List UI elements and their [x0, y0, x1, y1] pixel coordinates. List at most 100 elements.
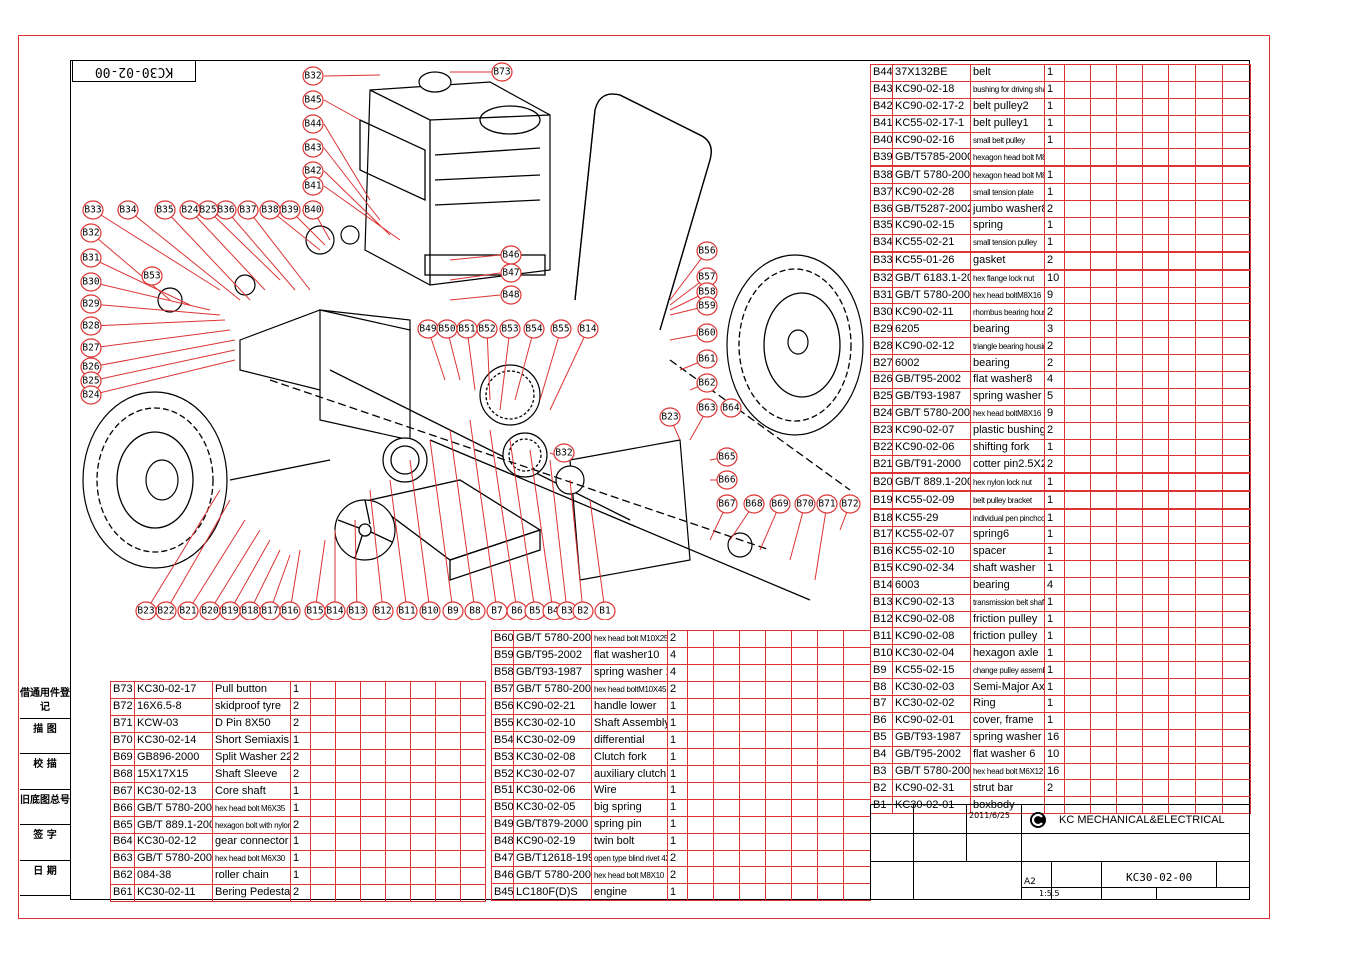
- part-qty: 1: [667, 815, 688, 834]
- balloon-circle: [594, 601, 616, 620]
- empty-cell: [1222, 661, 1251, 680]
- empty-cell: [1142, 508, 1169, 528]
- part-name: spring6: [970, 526, 1045, 544]
- empty-cell: [687, 731, 714, 750]
- empty-cell: [1222, 354, 1251, 373]
- empty-cell: [1222, 542, 1251, 561]
- empty-cell: [687, 748, 714, 767]
- empty-cell: [1142, 711, 1169, 730]
- empty-cell: [1090, 542, 1117, 561]
- empty-cell: [1142, 745, 1169, 764]
- empty-cell: [1064, 200, 1091, 219]
- part-qty: 1: [667, 798, 688, 817]
- balloon-label: B67: [718, 499, 735, 510]
- balloon-circle: [500, 263, 522, 283]
- empty-cell: [435, 782, 461, 801]
- empty-cell: [360, 681, 386, 699]
- part-qty: 2: [290, 748, 311, 767]
- part-name: spring: [970, 217, 1045, 235]
- empty-cell: [1195, 371, 1223, 389]
- empty-cell: [1090, 268, 1117, 288]
- balloon-circle: [82, 200, 104, 220]
- empty-cell: [687, 630, 714, 648]
- empty-cell: [1222, 438, 1251, 457]
- empty-cell: [1142, 320, 1169, 339]
- company-name: KC MECHANICAL&ELECTRICAL: [1059, 814, 1225, 826]
- empty-cell: [1116, 610, 1143, 629]
- balloon-circle: [720, 398, 742, 418]
- empty-cell: [1064, 559, 1091, 578]
- empty-cell: [310, 731, 336, 750]
- empty-cell: [1064, 661, 1091, 680]
- part-number: KC90-02-31: [892, 779, 971, 798]
- part-number: KC30-02-08: [513, 748, 592, 767]
- empty-cell: [435, 697, 461, 716]
- part-qty: 4: [1044, 576, 1065, 595]
- empty-cell: [1168, 455, 1196, 474]
- balloon-label: B51: [458, 324, 475, 335]
- empty-cell: [1064, 728, 1091, 747]
- balloon-label: B23: [137, 606, 154, 617]
- empty-cell: [1168, 559, 1196, 578]
- part-number: KC90-02-16: [892, 131, 971, 150]
- part-number: GB/T5287-2002: [892, 200, 971, 219]
- empty-cell: [1064, 286, 1091, 305]
- part-name: rhombus bearing housing: [970, 303, 1045, 322]
- balloon-label: B3: [561, 606, 572, 617]
- part-qty: 1: [1044, 472, 1065, 492]
- empty-cell: [1116, 114, 1143, 133]
- empty-cell: [765, 646, 792, 665]
- empty-cell: [843, 731, 871, 750]
- empty-cell: [713, 630, 740, 648]
- part-code: B53: [491, 748, 514, 767]
- part-code: B32: [870, 268, 893, 288]
- part-qty: 1: [667, 765, 688, 784]
- part-code: B24: [870, 404, 893, 423]
- empty-cell: [1195, 644, 1223, 663]
- part-name: Ring: [970, 694, 1045, 713]
- empty-cell: [385, 849, 411, 868]
- empty-cell: [817, 714, 844, 733]
- handle-drawing: [574, 93, 712, 331]
- part-number: KC30-02-14: [134, 731, 213, 750]
- part-name: Bering Pedestal: [212, 883, 291, 902]
- part-code: B44: [870, 64, 893, 82]
- leader-lines: [90, 71, 851, 612]
- empty-cell: [1195, 455, 1223, 474]
- empty-cell: [1090, 559, 1117, 578]
- part-number: KC90-02-07: [892, 421, 971, 440]
- empty-cell: [1168, 472, 1196, 492]
- part-number: GB/T 5780-20001: [892, 762, 971, 781]
- empty-cell: [1064, 64, 1091, 82]
- empty-cell: [1195, 337, 1223, 356]
- part-qty: 2: [1044, 354, 1065, 373]
- part-qty: 2: [1044, 200, 1065, 219]
- empty-cell: [687, 883, 714, 902]
- part-number: GB/T95-2002: [892, 371, 971, 389]
- part-code: B47: [491, 849, 514, 868]
- part-number: KC30-02-03: [892, 678, 971, 696]
- empty-cell: [385, 883, 411, 902]
- empty-cell: [791, 646, 818, 665]
- part-name: hexagon bolt with nylon lock: [212, 816, 291, 835]
- empty-cell: [1142, 627, 1169, 646]
- empty-cell: [1142, 455, 1169, 474]
- empty-cell: [1168, 728, 1196, 747]
- balloon-circle: [442, 601, 464, 620]
- empty-cell: [410, 681, 436, 699]
- part-name: differential: [591, 731, 668, 750]
